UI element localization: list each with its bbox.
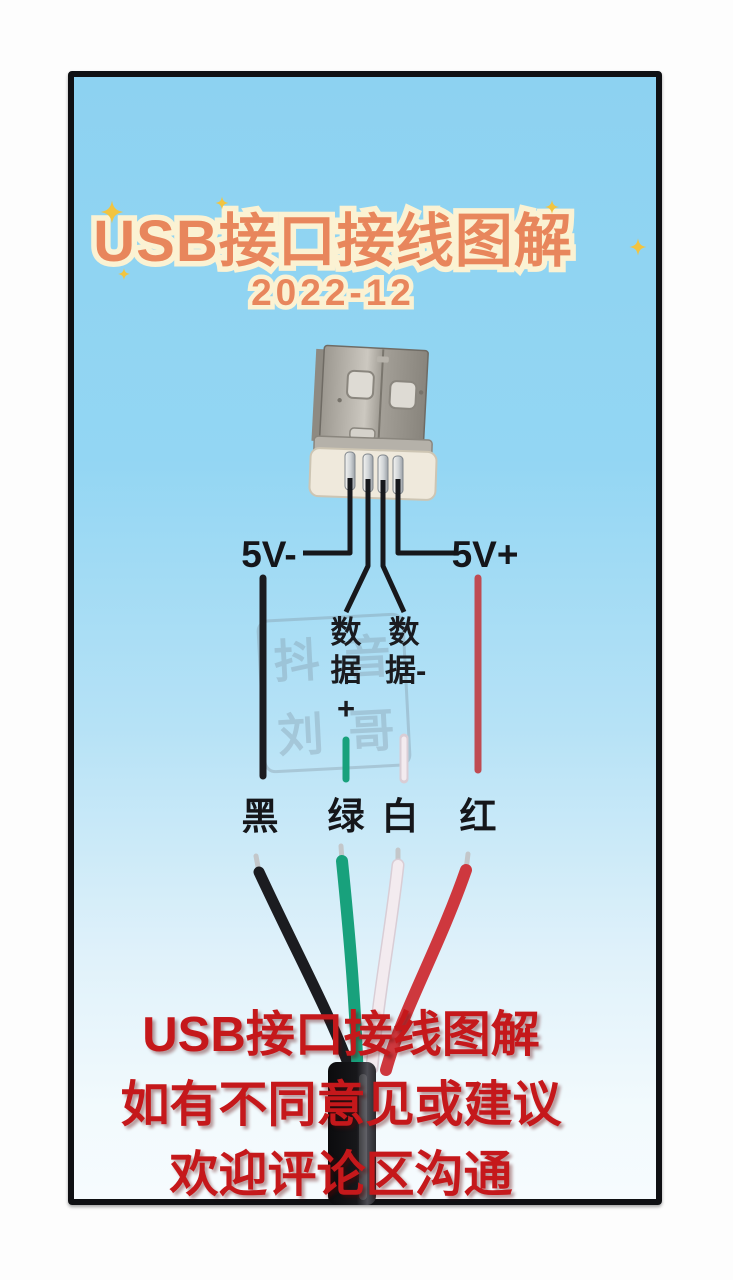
label-wire-green: 绿 bbox=[327, 796, 365, 837]
label-data-plus: 数据+ bbox=[330, 615, 362, 726]
footer-caption: USB接口接线图解 如有不同意见或建议 欢迎评论区沟通 bbox=[70, 1000, 612, 1210]
footer-line-1: USB接口接线图解 bbox=[142, 1008, 540, 1062]
poster-frame bbox=[68, 71, 662, 1205]
poster-title-outline: USB接口接线图解 bbox=[88, 204, 577, 280]
label-wire-white: 白 bbox=[381, 796, 419, 837]
poster-title: USB接口接线图解 bbox=[93, 209, 573, 274]
poster-date: 2022-12 bbox=[251, 272, 415, 313]
watermark-char: 刘 bbox=[276, 707, 325, 762]
footer-line-2: 如有不同意见或建议 bbox=[120, 1078, 562, 1132]
label-5v-positive: 5V+ bbox=[451, 534, 519, 575]
watermark-char: 抖 bbox=[272, 633, 322, 689]
label-wire-red: 红 bbox=[459, 796, 497, 837]
label-5v-negative: 5V- bbox=[241, 534, 297, 575]
poster-date-outline: 2022-12 bbox=[247, 268, 416, 318]
label-wire-black: 黑 bbox=[241, 796, 279, 837]
label-data-minus: 数据- bbox=[385, 615, 427, 688]
footer-line-3: 欢迎评论区沟通 bbox=[169, 1148, 513, 1202]
